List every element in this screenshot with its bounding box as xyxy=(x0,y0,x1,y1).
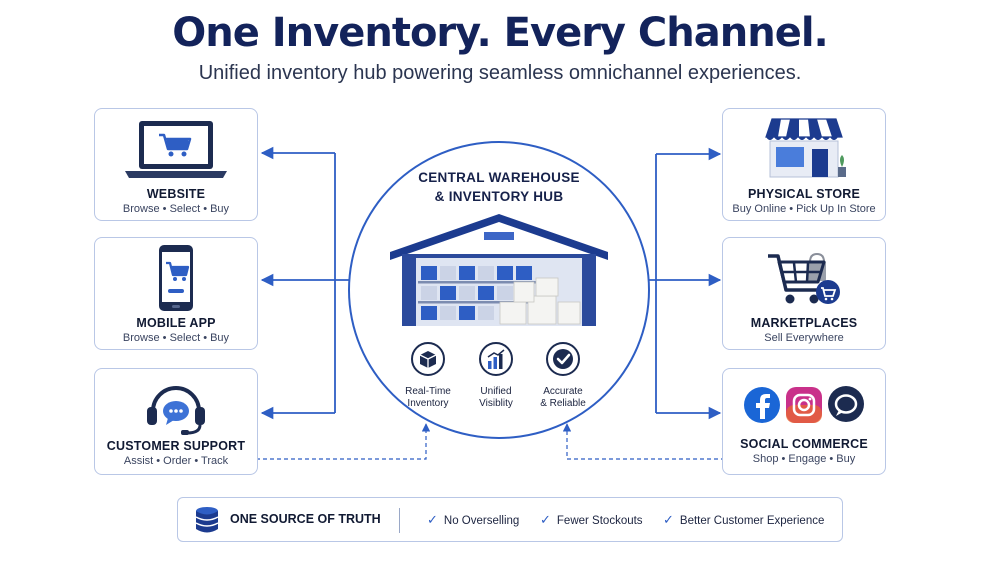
box-icon xyxy=(411,342,445,376)
feature-line-1: Accurate xyxy=(543,386,583,397)
channel-title: SOCIAL COMMERCE xyxy=(740,437,868,451)
channel-card-mobile-app[interactable]: MOBILE APP Browse • Select • Buy xyxy=(94,237,258,350)
headset-icon xyxy=(95,377,257,437)
shopping-cart-icon xyxy=(723,246,885,310)
phone-cart-icon xyxy=(95,243,257,313)
facebook-icon xyxy=(744,387,780,423)
channel-card-marketplaces[interactable]: MARKETPLACES Sell Everywhere xyxy=(722,237,886,350)
feature-real-time-inventory: Real-Time Inventory xyxy=(388,341,468,410)
chat-bubble-icon xyxy=(828,386,864,422)
divider xyxy=(399,508,400,533)
page-subtitle: Unified inventory hub powering seamless … xyxy=(198,62,802,84)
social-icons xyxy=(723,385,885,425)
channel-card-physical-store[interactable]: PHYSICAL STORE Buy Online • Pick Up In S… xyxy=(722,108,886,221)
channel-subtitle: Sell Everywhere xyxy=(764,332,844,344)
channel-subtitle: Browse • Select • Buy xyxy=(122,203,230,215)
feature-line-2: Visiblity xyxy=(479,398,513,409)
check-item-label: Better Customer Experience xyxy=(679,515,825,527)
channel-title: MOBILE APP xyxy=(136,316,216,330)
feature-line-2: Inventory xyxy=(407,398,449,409)
check-item: ✓ Fewer Stockouts xyxy=(540,512,643,528)
hub-title-line-1: CENTRAL WAREHOUSE xyxy=(418,170,580,185)
source-of-truth-bar: ONE SOURCE OF TRUTH ✓ No Overselling ✓ Few… xyxy=(177,497,843,542)
feature-line-2: & Reliable xyxy=(540,398,586,409)
channel-title: CUSTOMER SUPPORT xyxy=(106,439,246,453)
channel-subtitle: Browse • Select • Buy xyxy=(122,332,230,344)
hub-title: CENTRAL WAREHOUSE & INVENTORY HUB xyxy=(348,168,650,206)
channel-card-social-commerce[interactable]: SOCIAL COMMERCE Shop • Engage • Buy xyxy=(722,368,886,475)
page-title: One Inventory. Every Channel. xyxy=(172,10,829,56)
check-badge-icon xyxy=(546,342,580,376)
checkmark-icon: ✓ xyxy=(663,512,674,527)
channel-subtitle: Assist • Order • Track xyxy=(123,455,229,467)
check-item-label: Fewer Stockouts xyxy=(556,515,643,527)
check-item: ✓ Better Customer Experience xyxy=(663,512,824,528)
warehouse-icon xyxy=(390,214,608,326)
channel-subtitle: Buy Online • Pick Up In Store xyxy=(732,203,876,215)
storefront-icon xyxy=(723,115,885,181)
instagram-icon xyxy=(786,387,822,423)
checkmark-icon: ✓ xyxy=(540,512,551,527)
channel-title: WEBSITE xyxy=(146,187,206,201)
feature-unified-visibility: Unified Visiblity xyxy=(456,341,536,410)
dashed-social-link xyxy=(562,423,725,460)
channel-title: PHYSICAL STORE xyxy=(747,187,861,201)
channel-subtitle: Shop • Engage • Buy xyxy=(752,453,856,465)
check-item: ✓ No Overselling xyxy=(427,512,519,528)
hub-title-line-2: & INVENTORY HUB xyxy=(434,189,564,204)
channel-title: MARKETPLACES xyxy=(750,316,858,330)
dashed-support-link xyxy=(256,423,431,460)
feature-line-1: Real-Time xyxy=(405,386,451,397)
source-of-truth-label: ONE SOURCE OF TRUTH xyxy=(230,512,381,526)
feature-line-1: Unified xyxy=(480,386,512,397)
feature-accurate-reliable: Accurate & Reliable xyxy=(523,341,603,410)
channel-card-customer-support[interactable]: CUSTOMER SUPPORT Assist • Order • Track xyxy=(94,368,258,475)
laptop-cart-icon xyxy=(95,119,257,181)
check-item-label: No Overselling xyxy=(443,515,520,527)
bar-chart-icon xyxy=(479,342,513,376)
checkmark-icon: ✓ xyxy=(427,512,438,527)
database-icon xyxy=(195,507,219,533)
channel-card-website[interactable]: WEBSITE Browse • Select • Buy xyxy=(94,108,258,221)
